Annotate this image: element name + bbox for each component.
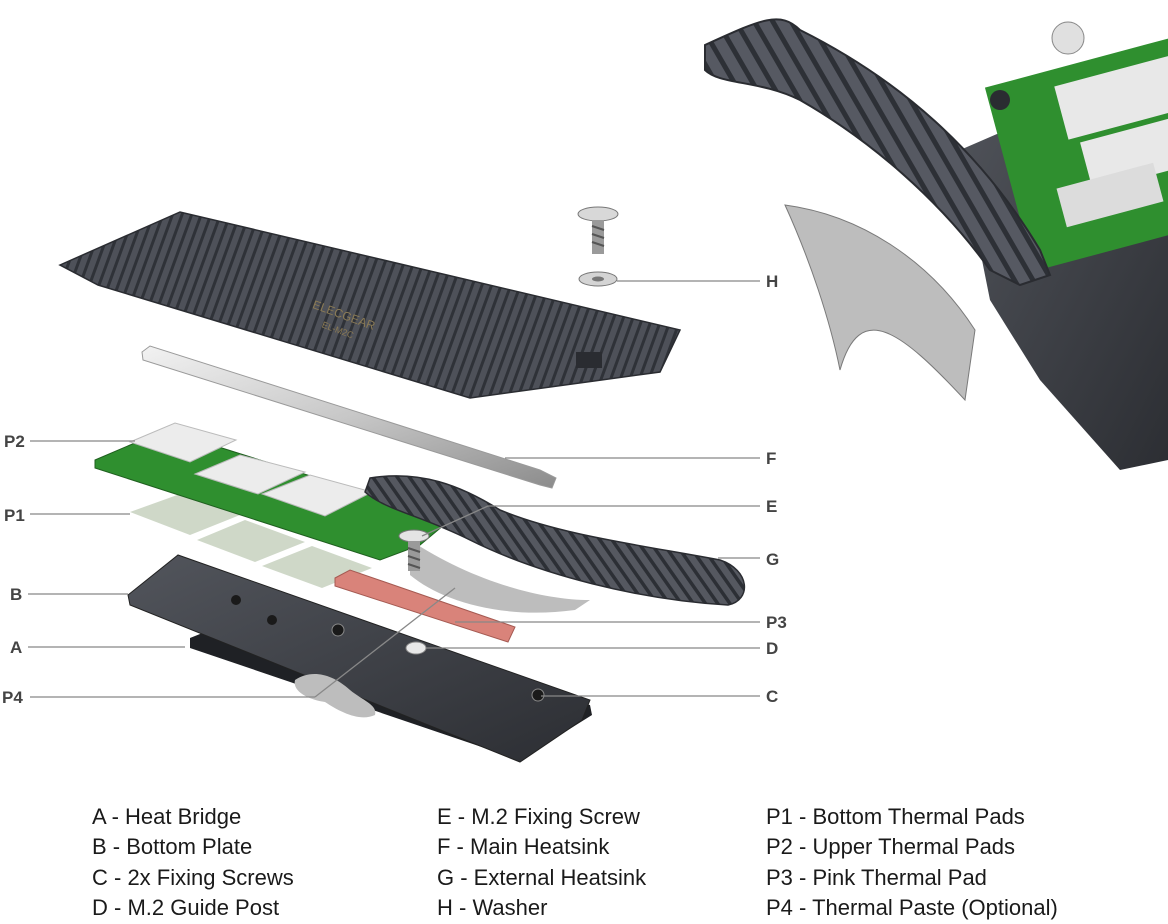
closeup-view (704, 18, 1168, 470)
legend-item-h: H - Washer (437, 895, 548, 920)
main-heatsink: ELECGEAR EL-M2C (58, 211, 682, 399)
callout-g: G (766, 550, 780, 569)
legend-item-g: G - External Heatsink (437, 865, 647, 890)
legend-item-f: F - Main Heatsink (437, 834, 610, 859)
external-heatsink-base (410, 540, 590, 613)
callout-h: H (766, 272, 779, 291)
callout-e: E (766, 497, 778, 516)
callout-p4: P4 (2, 688, 23, 707)
thermal-paste-blob (294, 674, 376, 718)
screw-icon (331, 623, 345, 637)
callout-d: D (766, 639, 779, 658)
legend-item-p3: P3 - Pink Thermal Pad (766, 865, 987, 890)
washer-screw (577, 206, 619, 287)
closeup-screw-icon (990, 90, 1010, 110)
upper-thermal-pad (193, 454, 307, 495)
closeup-heat-bridge (784, 204, 976, 402)
legend-item-b: B - Bottom Plate (92, 834, 253, 859)
legend-item-e: E - M.2 Fixing Screw (437, 804, 640, 829)
pink-thermal-pad (334, 569, 516, 643)
callout-p2: P2 (4, 432, 25, 451)
callout-a: A (10, 638, 23, 657)
heat-bridge-strip (141, 345, 557, 489)
legend-item-a: A - Heat Bridge (92, 804, 242, 829)
m2-fixing-screw (398, 529, 430, 571)
legend-item-p2: P2 - Upper Thermal Pads (766, 834, 1016, 859)
callout-p3: P3 (766, 613, 787, 632)
bottom-plate-assembly (127, 554, 592, 763)
legend-item-p1: P1 - Bottom Thermal Pads (766, 804, 1025, 829)
callout-c: C (766, 687, 779, 706)
callout-b: B (10, 585, 23, 604)
bottom-plate (127, 554, 591, 763)
upper-thermal-pad (128, 422, 238, 463)
closeup-screw-icon (1051, 21, 1085, 55)
legend-item-d: D - M.2 Guide Post (92, 895, 280, 920)
closeup-thermal-pad (1080, 116, 1168, 191)
closeup-thermal-pad (1054, 55, 1168, 140)
legend-item-c: C - 2x Fixing Screws (92, 865, 294, 890)
external-heatsink (364, 475, 745, 606)
callout-f: F (766, 449, 777, 468)
leader-lines (28, 280, 760, 698)
closeup-thermal-pad (1056, 162, 1164, 228)
legend-item-p4: P4 - Thermal Paste (Optional) (766, 895, 1058, 920)
callout-p1: P1 (4, 506, 25, 525)
guide-post-icon (405, 641, 427, 655)
closeup-external-heatsink (704, 18, 1052, 287)
screw-icon (531, 688, 545, 702)
screw-head-icon (577, 206, 619, 222)
